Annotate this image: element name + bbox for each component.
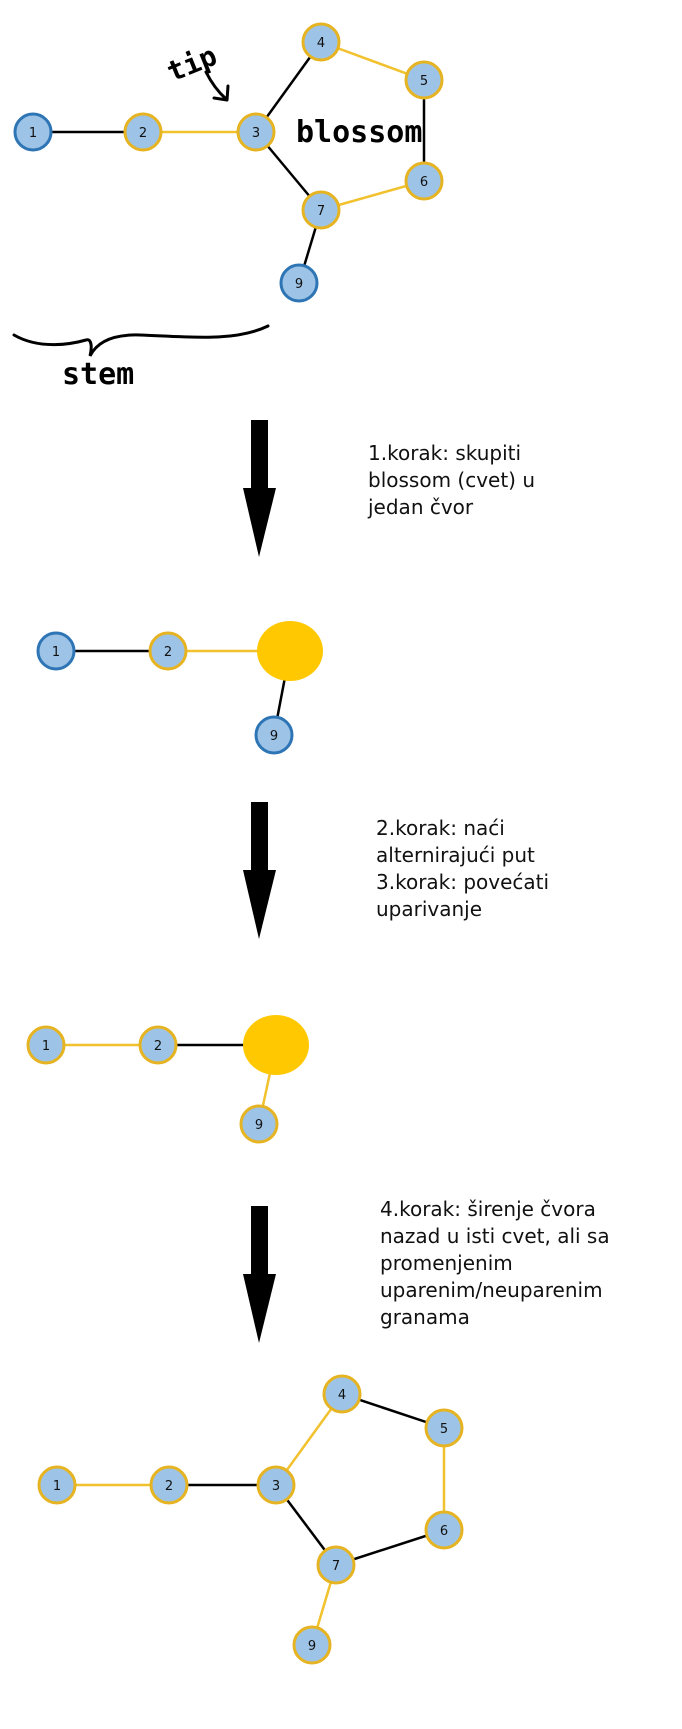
step-text-line: jedan čvor — [368, 495, 474, 519]
node-circle — [236, 112, 276, 152]
stem-brace — [12, 324, 270, 357]
node-7: 7 — [316, 1545, 356, 1585]
node-7: 7 — [301, 190, 341, 230]
node-circle — [254, 715, 294, 755]
node-circle — [301, 190, 341, 230]
step-text-line: 1.korak: skupiti — [368, 441, 522, 465]
node-label: 2 — [165, 1479, 173, 1494]
step-text-line: promenjenim — [380, 1251, 513, 1275]
node-circle — [37, 1465, 77, 1505]
graphs-layer: 1 2 3 4 5 6 7 9 1 2 9 1 2 9 1 2 3 4 5 6 7 9 — [13, 22, 464, 1665]
step-text-line: uparivanje — [376, 897, 483, 921]
node-circle — [239, 1104, 279, 1144]
node-circle — [424, 1408, 464, 1448]
node-2: 2 — [138, 1025, 178, 1065]
node-label: 5 — [420, 74, 428, 89]
tip-arrow — [204, 70, 230, 102]
node-circle — [322, 1374, 362, 1414]
node-circle — [292, 1625, 332, 1665]
node-3: 3 — [236, 112, 276, 152]
node-circle — [404, 161, 444, 201]
node-1: 1 — [37, 1465, 77, 1505]
node-label: 9 — [295, 277, 303, 292]
step-text-line: 2.korak: naći — [376, 816, 505, 840]
node-4: 4 — [301, 22, 341, 62]
step-text-line: 4.korak: širenje čvora — [380, 1197, 596, 1221]
node-9: 9 — [239, 1104, 279, 1144]
node-label: 6 — [440, 1524, 448, 1539]
node-label: 5 — [440, 1422, 448, 1437]
step-1-description: 1.korak: skupiti blossom (cvet) u jedan … — [368, 440, 535, 521]
down-arrow — [243, 1206, 276, 1343]
node-label: 4 — [317, 36, 325, 51]
graph-stage-2: 1 2 9 — [36, 621, 323, 755]
node-2: 2 — [123, 112, 163, 152]
node-label: 1 — [29, 126, 37, 141]
step-4-description: 4.korak: širenje čvora nazad u isti cvet… — [380, 1196, 610, 1331]
node-9: 9 — [292, 1625, 332, 1665]
node-circle — [149, 1465, 189, 1505]
node-1: 1 — [13, 112, 53, 152]
node-label: 9 — [255, 1118, 263, 1133]
step-text-line: granama — [380, 1305, 470, 1329]
node-circle — [36, 631, 76, 671]
node-3: 3 — [256, 1465, 296, 1505]
node-label: 3 — [272, 1479, 280, 1494]
node-circle — [26, 1025, 66, 1065]
node-5: 5 — [404, 60, 444, 100]
node-label: 6 — [420, 175, 428, 190]
node-label: 7 — [317, 204, 325, 219]
graph-stage-4: 1 2 3 4 5 6 7 9 — [37, 1374, 464, 1665]
node-4: 4 — [322, 1374, 362, 1414]
step-text-line: blossom (cvet) u — [368, 468, 536, 492]
node-circle — [148, 631, 188, 671]
tip-annotation: tip — [162, 39, 230, 102]
node-circle — [279, 263, 319, 303]
node-9: 9 — [279, 263, 319, 303]
node-circle — [424, 1510, 464, 1550]
node-label: 3 — [252, 126, 260, 141]
stem-label: stem — [62, 357, 134, 392]
node-circle — [301, 22, 341, 62]
node-2: 2 — [148, 631, 188, 671]
graph-stage-1: 1 2 3 4 5 6 7 9 — [13, 22, 444, 303]
step-2-3-description: 2.korak: naći alternirajući put 3.korak:… — [376, 815, 549, 923]
node-label: 4 — [338, 1388, 346, 1403]
step-text-line: uparenim/neuparenim — [380, 1278, 603, 1302]
step-text-line: nazad u isti cvet, ali sa — [380, 1224, 610, 1248]
node-label: 1 — [52, 645, 60, 660]
node-circle — [256, 1465, 296, 1505]
contracted-blossom-node — [243, 1015, 309, 1075]
node-6: 6 — [424, 1510, 464, 1550]
contracted-blossom-node — [257, 621, 323, 681]
node-label: 1 — [53, 1479, 61, 1494]
node-circle — [123, 112, 163, 152]
node-label: 9 — [308, 1639, 316, 1654]
node-label: 1 — [42, 1039, 50, 1054]
step-text-line: 3.korak: povećati — [376, 870, 550, 894]
step-text-line: alternirajući put — [376, 843, 535, 867]
node-6: 6 — [404, 161, 444, 201]
node-label: 7 — [332, 1559, 340, 1574]
down-arrow — [243, 420, 276, 557]
node-label: 2 — [164, 645, 172, 660]
node-9: 9 — [254, 715, 294, 755]
node-label: 2 — [139, 126, 147, 141]
down-arrow — [243, 802, 276, 939]
graph-stage-3: 1 2 9 — [26, 1015, 309, 1144]
node-circle — [316, 1545, 356, 1585]
node-1: 1 — [36, 631, 76, 671]
node-5: 5 — [424, 1408, 464, 1448]
blossom-label: blossom — [296, 115, 422, 150]
node-circle — [138, 1025, 178, 1065]
node-circle — [13, 112, 53, 152]
node-2: 2 — [149, 1465, 189, 1505]
node-label: 9 — [270, 729, 278, 744]
node-1: 1 — [26, 1025, 66, 1065]
node-circle — [404, 60, 444, 100]
node-label: 2 — [154, 1039, 162, 1054]
